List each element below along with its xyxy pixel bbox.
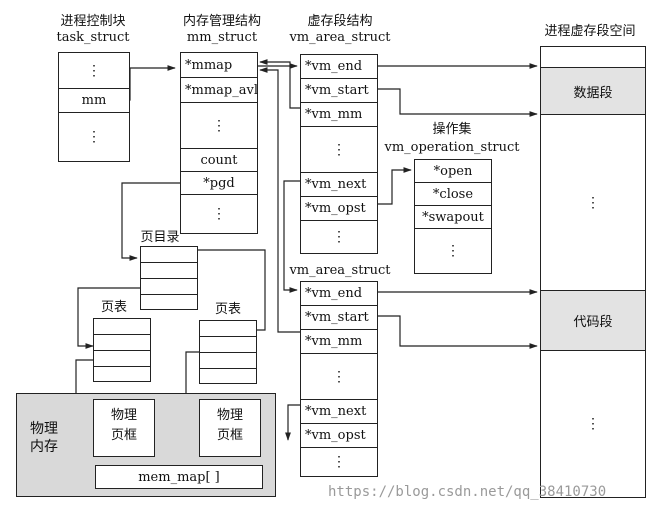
- page-table-row: [200, 337, 256, 353]
- page-table-left-box: [93, 318, 151, 382]
- vma-title-en: vm_area_struct: [289, 30, 391, 45]
- arrow-pgdir-to-pt-left: [77, 287, 140, 349]
- vma1-vm-next: *vm_next: [301, 173, 377, 197]
- page-table-row: [200, 321, 256, 337]
- page-table-row: [94, 351, 150, 367]
- vma2-box: *vm_end *vm_start *vm_mm ⋮ *vm_next *vm_…: [300, 281, 378, 477]
- vma1-ellipsis: ⋮: [301, 127, 377, 173]
- page-table-row: [94, 367, 150, 381]
- page-dir-row: [141, 247, 197, 263]
- vma2-vm-opst: *vm_opst: [301, 424, 377, 448]
- vma1-vm-opst: *vm_opst: [301, 197, 377, 221]
- arrow-pgd-to-pgdir: [121, 182, 183, 261]
- arrow-vma2-start: [378, 315, 538, 349]
- watermark: https://blog.csdn.net/qq_38410730: [328, 484, 607, 500]
- vma2-ellipsis: ⋮: [332, 454, 346, 470]
- arrow-vma2-mm-back: [259, 67, 302, 333]
- mm-ellipsis-cell: ⋮: [212, 206, 226, 222]
- vspace-code-segment: 代码段: [541, 291, 645, 351]
- phys-frame-right: 物理 页框: [199, 399, 261, 457]
- ops-title-cn: 操作集: [432, 122, 472, 137]
- ops-open: *open: [415, 160, 491, 183]
- arrow-opst-to-ops: [375, 167, 412, 205]
- page-table-row: [200, 369, 256, 383]
- vma1-box: *vm_end *vm_start *vm_mm ⋮ *vm_next *vm_…: [300, 54, 378, 254]
- vspace-ellipsis: ⋮: [541, 115, 645, 291]
- page-table-row: [94, 319, 150, 335]
- page-table-row: [200, 353, 256, 369]
- mm-ellipsis-cell: ⋮: [181, 103, 257, 149]
- mem-map-box: mem_map[ ]: [95, 465, 263, 489]
- task-struct-mm-cell: mm: [59, 89, 129, 113]
- arrow-vma1-mm-back: [259, 59, 302, 109]
- vma2-vm-next: *vm_next: [301, 400, 377, 424]
- mm-mmap-cell: *mmap: [181, 53, 257, 78]
- page-table-left-label: 页表: [100, 300, 127, 315]
- mm-struct-title-en: mm_struct: [186, 30, 258, 45]
- vma2-vm-start: *vm_start: [301, 306, 377, 330]
- phys-mem-label-1: 物理: [30, 421, 58, 437]
- vma-title-cn: 虚存段结构: [307, 14, 373, 29]
- ops-title-en: vm_operation_struct: [384, 140, 520, 155]
- page-table-row: [94, 335, 150, 351]
- page-dir-label: 页目录: [140, 230, 180, 245]
- ops-box: *open *close *swapout ⋮: [414, 159, 492, 274]
- vspace-ellipsis: ⋮: [586, 416, 600, 432]
- mm-mmap-avl-cell: *mmap_avl: [181, 78, 258, 103]
- mm-pgd-cell: *pgd: [181, 172, 257, 195]
- vma1-vm-end: *vm_end: [301, 55, 377, 79]
- vma2-vm-mm: *vm_mm: [301, 330, 377, 354]
- ops-ellipsis: ⋮: [446, 243, 460, 259]
- task-struct-title-en: task_struct: [56, 30, 130, 45]
- phys-frame-left-line2: 页框: [110, 428, 137, 443]
- vma2-ellipsis: ⋮: [301, 354, 377, 400]
- phys-frame-left-line1: 物理: [110, 408, 137, 423]
- task-struct-cell: ⋮: [87, 129, 101, 145]
- page-dir-row: [141, 295, 197, 309]
- vspace-title: 进程虚存段空间: [544, 24, 636, 39]
- arrow-vma1-start: [378, 88, 538, 117]
- vspace-top-gap: [541, 47, 645, 67]
- phys-frame-left: 物理 页框: [93, 399, 155, 457]
- vspace-data-segment: 数据段: [541, 67, 645, 115]
- ops-close: *close: [415, 183, 491, 206]
- phys-frame-right-line2: 页框: [216, 428, 243, 443]
- page-table-right-box: [199, 320, 257, 384]
- page-dir-row: [141, 263, 197, 279]
- page-dir-row: [141, 279, 197, 295]
- arrow-pgdir-to-pt-right: [198, 249, 266, 333]
- vma1-ellipsis: ⋮: [332, 229, 346, 245]
- arrow-vmnext-to-vma2: [283, 180, 302, 293]
- mm-count-cell: count: [181, 149, 257, 172]
- vma1-vm-mm: *vm_mm: [301, 103, 377, 127]
- page-dir-box: [140, 246, 198, 310]
- arrow-vma2-next-down: [285, 404, 302, 441]
- vspace-box: 数据段 ⋮ 代码段 ⋮: [540, 46, 646, 498]
- phys-mem-label-2: 内存: [30, 439, 58, 455]
- task-struct-cell: ⋮: [59, 53, 129, 89]
- mm-struct-box: *mmap *mmap_avl ⋮ count *pgd ⋮: [180, 52, 258, 234]
- task-struct-box: ⋮ mm ⋮: [58, 52, 130, 162]
- mm-struct-title-cn: 内存管理结构: [182, 14, 261, 29]
- ops-swapout: *swapout: [415, 206, 491, 229]
- task-struct-title-cn: 进程控制块: [60, 14, 126, 29]
- vma1-vm-start: *vm_start: [301, 79, 377, 103]
- vma2-title-en: vm_area_struct: [289, 263, 391, 278]
- vma2-vm-end: *vm_end: [301, 282, 377, 306]
- phys-frame-right-line1: 物理: [216, 408, 243, 423]
- page-table-right-label: 页表: [214, 302, 241, 317]
